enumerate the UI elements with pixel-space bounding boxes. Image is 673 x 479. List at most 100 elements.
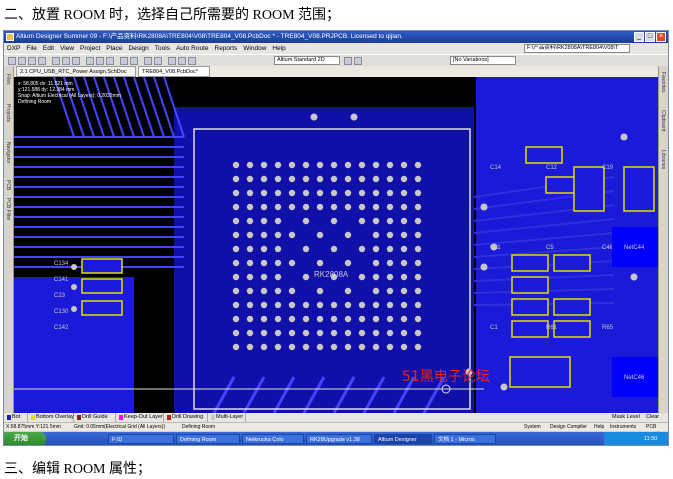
paste-icon[interactable]: [106, 57, 114, 65]
task-explorer[interactable]: F:\D: [108, 434, 174, 444]
status-tab-design-compiler[interactable]: Design Compiler: [550, 424, 587, 430]
menu-edit[interactable]: Edit: [42, 45, 55, 52]
menu-view[interactable]: View: [60, 45, 75, 52]
view-3d-icon[interactable]: [344, 57, 352, 65]
layer-tab-drill-guide[interactable]: Drill Guide: [76, 413, 116, 422]
bga-pad: [414, 273, 422, 281]
bga-pad: [246, 231, 254, 239]
bga-pad: [260, 343, 268, 351]
open-doc-icon[interactable]: [18, 57, 26, 65]
style-combo[interactable]: Altium Standard 2D: [274, 56, 340, 65]
bga-pad: [414, 217, 422, 225]
layer-swatch: [211, 415, 215, 420]
bga-pad: [386, 175, 394, 183]
zoom-fit-icon[interactable]: [72, 57, 80, 65]
task-rk28upgrade[interactable]: RK28Upgrade v1.38: [306, 434, 372, 444]
component-outline: [553, 254, 591, 272]
panel-tab-favorites[interactable]: Favorites: [660, 72, 666, 93]
bga-pad: [274, 329, 282, 337]
menu-tools[interactable]: Tools: [154, 45, 170, 52]
bga-pad: [316, 301, 324, 309]
status-tab-instruments[interactable]: Instruments: [610, 424, 637, 430]
layer-tab-multi-layer[interactable]: Multi-Layer: [210, 413, 246, 422]
task-word-document[interactable]: 文档 1 - Micros: [434, 434, 496, 444]
start-button[interactable]: 开始: [4, 432, 46, 445]
menu-place[interactable]: Place: [106, 45, 123, 52]
pcb-canvas[interactable]: RK2808AC134C141C23C130C142C14C12C19C11C5…: [14, 77, 658, 413]
panel-tab-clipboard[interactable]: Clipboard: [660, 110, 666, 132]
bga-pad: [386, 343, 394, 351]
bga-pad: [400, 217, 408, 225]
menu-auto-route[interactable]: Auto Route: [175, 45, 209, 52]
path-combo[interactable]: F:\产品资料\RK2808A\TRE804\V08\T: [524, 44, 630, 53]
bga-pad: [260, 203, 268, 211]
menu-file[interactable]: File: [26, 45, 37, 52]
status-grid: Grid: 0.05mm: [74, 424, 105, 430]
status-tab-help[interactable]: Help: [594, 424, 605, 430]
cut-icon[interactable]: [86, 57, 94, 65]
menu-window[interactable]: Window: [243, 45, 267, 52]
save-icon[interactable]: [28, 57, 36, 65]
zoom-in-icon[interactable]: [52, 57, 60, 65]
panel-tab-libraries[interactable]: Libraries: [660, 150, 666, 170]
move-icon[interactable]: [154, 57, 162, 65]
mask-level-button[interactable]: Mask Level: [612, 414, 640, 420]
redo-icon[interactable]: [130, 57, 138, 65]
pcb-trace: [473, 232, 615, 246]
component-pad: [71, 264, 77, 270]
new-doc-icon[interactable]: [8, 57, 16, 65]
menu-reports[interactable]: Reports: [214, 45, 238, 52]
status-tab-system[interactable]: System: [524, 424, 541, 430]
undo-icon[interactable]: [120, 57, 128, 65]
tab-pcbdoc[interactable]: TRE804_V08.PcbDoc*: [138, 66, 210, 77]
room-icon[interactable]: [188, 57, 196, 65]
print-icon[interactable]: [38, 57, 46, 65]
bga-pad: [302, 343, 310, 351]
maximize-button[interactable]: □: [645, 32, 655, 42]
task-netkrucka[interactable]: Netkrucka Colo: [242, 434, 304, 444]
task-altium-designer[interactable]: Altium Designer: [374, 434, 432, 444]
bga-pad: [316, 259, 324, 267]
panel-tab-files[interactable]: Files: [5, 74, 11, 85]
bga-pad: [386, 287, 394, 295]
panel-tab-pcb-filter[interactable]: PCB Filter: [5, 198, 11, 221]
bga-pad: [372, 217, 380, 225]
select-icon[interactable]: [144, 57, 152, 65]
panel-tab-navigator[interactable]: Navigator: [5, 142, 11, 164]
via-icon[interactable]: [178, 57, 186, 65]
variations-combo[interactable]: [No Variations]: [450, 56, 516, 65]
task-defining-room[interactable]: Defining Room: [176, 434, 240, 444]
layer-tab-keep-out[interactable]: Keep-Out Layer: [118, 413, 164, 422]
bga-pad: [344, 301, 352, 309]
pcb-layout-drawing[interactable]: RK2808AC134C141C23C130C142C14C12C19C11C5…: [14, 77, 658, 413]
bga-pad: [246, 287, 254, 295]
copy-icon[interactable]: [96, 57, 104, 65]
component-outline: [553, 298, 591, 316]
clear-button[interactable]: Clear: [646, 414, 660, 420]
menu-project[interactable]: Project: [80, 45, 101, 52]
component-pad: [71, 306, 77, 312]
bga-pad: [274, 161, 282, 169]
close-button[interactable]: ×: [656, 32, 666, 42]
bga-pad: [302, 189, 310, 197]
bga-pad: [260, 217, 268, 225]
menu-design[interactable]: Design: [128, 45, 149, 52]
status-tab-pcb[interactable]: PCB: [646, 424, 657, 430]
layer-tab-bottom[interactable]: Bot: [6, 413, 28, 422]
menu-dxp[interactable]: DXP: [7, 45, 21, 52]
tab-schdoc[interactable]: 2.1 CPU_USB_RTC_Power Assign.SchDoc: [16, 66, 136, 77]
layer-tab-drill-drawing[interactable]: Drill Drawing: [166, 413, 208, 422]
bga-pad: [330, 245, 338, 253]
pcb-trace: [113, 77, 135, 138]
bga-pad: [288, 259, 296, 267]
minimize-button[interactable]: _: [634, 32, 644, 42]
bga-pad: [358, 315, 366, 323]
layer-tab-bottom-overlay[interactable]: Bottom Overlay: [30, 413, 74, 422]
panel-tab-pcb[interactable]: PCB: [5, 180, 11, 191]
layer-set-icon[interactable]: [354, 57, 362, 65]
panel-tab-projects[interactable]: Projects: [5, 104, 11, 123]
bga-pad: [344, 161, 352, 169]
route-icon[interactable]: [168, 57, 176, 65]
zoom-out-icon[interactable]: [62, 57, 70, 65]
menu-help[interactable]: Help: [272, 45, 286, 52]
